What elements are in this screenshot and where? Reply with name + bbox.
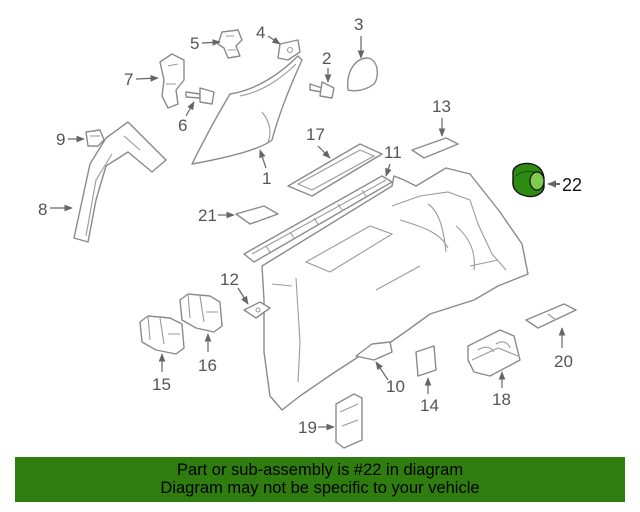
part-2-screw[interactable] <box>309 81 335 99</box>
part-4-clip[interactable] <box>277 39 301 61</box>
callout-20[interactable]: 20 <box>554 327 573 371</box>
part-16-connector[interactable] <box>179 293 223 333</box>
part-8-lower-pillar[interactable] <box>73 121 167 243</box>
callout-7[interactable]: 7 <box>124 70 159 89</box>
svg-text:15: 15 <box>152 375 171 394</box>
callout-19[interactable]: 19 <box>298 418 335 437</box>
part-5-bracket[interactable] <box>217 29 243 59</box>
svg-text:3: 3 <box>354 15 363 34</box>
part-12-clip[interactable] <box>243 301 271 319</box>
callout-6[interactable]: 6 <box>178 101 195 135</box>
svg-text:10: 10 <box>386 377 405 396</box>
part-18-block[interactable] <box>467 329 521 377</box>
svg-text:18: 18 <box>492 390 511 409</box>
parts-diagram: 3 4 5 2 7 6 <box>38 15 582 449</box>
callout-3[interactable]: 3 <box>354 15 365 59</box>
part-10-flap[interactable] <box>355 341 393 361</box>
callout-17[interactable]: 17 <box>306 125 331 159</box>
callout-9[interactable]: 9 <box>56 130 85 149</box>
svg-text:20: 20 <box>554 352 573 371</box>
part-6-screw[interactable] <box>185 87 215 105</box>
svg-text:1: 1 <box>262 169 271 188</box>
callout-1[interactable]: 1 <box>259 149 271 188</box>
svg-text:4: 4 <box>256 23 265 42</box>
svg-text:19: 19 <box>298 418 317 437</box>
callout-12[interactable]: 12 <box>220 270 249 305</box>
svg-text:11: 11 <box>384 143 402 162</box>
svg-text:8: 8 <box>38 200 47 219</box>
callout-22[interactable]: 22 <box>547 175 582 195</box>
svg-text:13: 13 <box>432 97 451 116</box>
part-14-pad[interactable] <box>415 345 437 377</box>
svg-text:2: 2 <box>322 49 331 68</box>
svg-text:9: 9 <box>56 130 65 149</box>
svg-text:5: 5 <box>190 34 199 53</box>
callout-5[interactable]: 5 <box>190 34 221 53</box>
part-19-bracket[interactable] <box>335 393 363 449</box>
part-1-pillar-trim[interactable] <box>191 55 303 165</box>
svg-text:14: 14 <box>420 396 439 415</box>
svg-text:6: 6 <box>178 116 187 135</box>
callout-15[interactable]: 15 <box>152 353 171 394</box>
svg-text:21: 21 <box>198 206 217 225</box>
svg-text:12: 12 <box>220 270 239 289</box>
part-20-pad[interactable] <box>525 303 577 329</box>
callout-14[interactable]: 14 <box>420 377 439 415</box>
banner-line-1: Part or sub-assembly is #22 in diagram <box>176 461 464 479</box>
part-9-clip[interactable] <box>85 129 105 147</box>
callout-21[interactable]: 21 <box>198 206 235 225</box>
part-17-tray[interactable] <box>287 143 383 197</box>
part-3-cap[interactable] <box>347 57 379 92</box>
part-22-bumper[interactable] <box>512 162 545 198</box>
part-13-pad[interactable] <box>411 137 459 159</box>
part-15-connector[interactable] <box>139 315 185 355</box>
svg-text:7: 7 <box>124 70 133 89</box>
callout-11[interactable]: 11 <box>384 143 402 177</box>
svg-text:22: 22 <box>562 175 582 195</box>
callout-10[interactable]: 10 <box>375 361 405 396</box>
part-21-pad[interactable] <box>235 205 279 225</box>
banner-line-2: Diagram may not be specific to your vehi… <box>160 479 480 497</box>
svg-text:16: 16 <box>198 356 217 375</box>
callout-13[interactable]: 13 <box>432 97 451 137</box>
callout-8[interactable]: 8 <box>38 200 73 219</box>
callout-2[interactable]: 2 <box>322 49 331 83</box>
part-7-hook[interactable] <box>159 53 185 109</box>
callout-18[interactable]: 18 <box>492 371 511 409</box>
callout-4[interactable]: 4 <box>256 23 281 45</box>
info-banner: Part or sub-assembly is #22 in diagram D… <box>15 457 625 502</box>
quarter-trim-panel[interactable] <box>261 167 529 411</box>
part-11-sill-strip[interactable] <box>243 175 393 263</box>
svg-text:17: 17 <box>306 125 325 144</box>
callout-16[interactable]: 16 <box>198 333 217 375</box>
